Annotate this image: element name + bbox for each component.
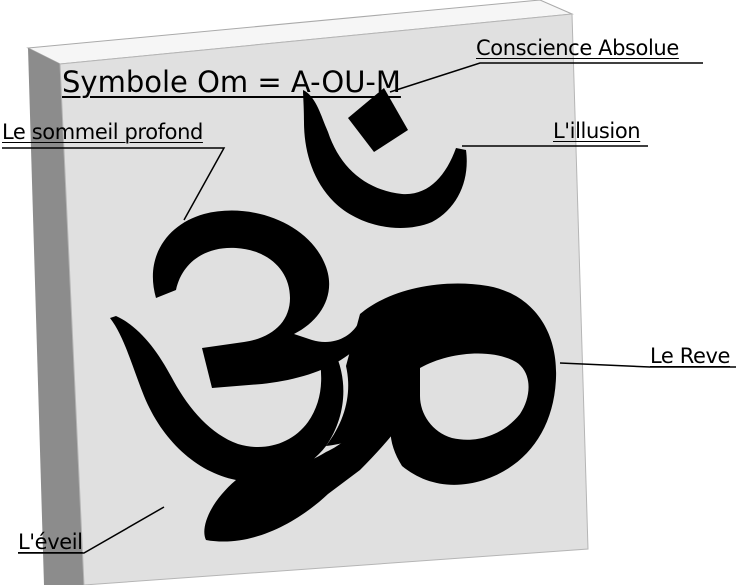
om-bindu [348, 88, 408, 152]
om-upper-curve [152, 210, 360, 388]
leader-lines [2, 62, 736, 554]
label-eveil: L'éveil [18, 530, 83, 554]
leader-sommeil [2, 147, 226, 221]
leader-reve [559, 362, 736, 368]
om-crescent [303, 90, 467, 229]
leader-conscience [389, 62, 703, 93]
label-reve: Le Reve [650, 344, 731, 368]
om-right-loop [326, 283, 557, 485]
om-lower-curve [110, 316, 404, 542]
panel-left-side [28, 48, 84, 585]
diagram-title: Symbole Om = A-OU-M [62, 65, 401, 99]
leader-eveil [18, 506, 165, 554]
label-sommeil-profond: Le sommeil profond [2, 120, 203, 144]
label-conscience-absolue: Conscience Absolue [476, 36, 679, 60]
om-symbol [110, 88, 557, 542]
label-illusion: L'illusion [553, 119, 641, 143]
